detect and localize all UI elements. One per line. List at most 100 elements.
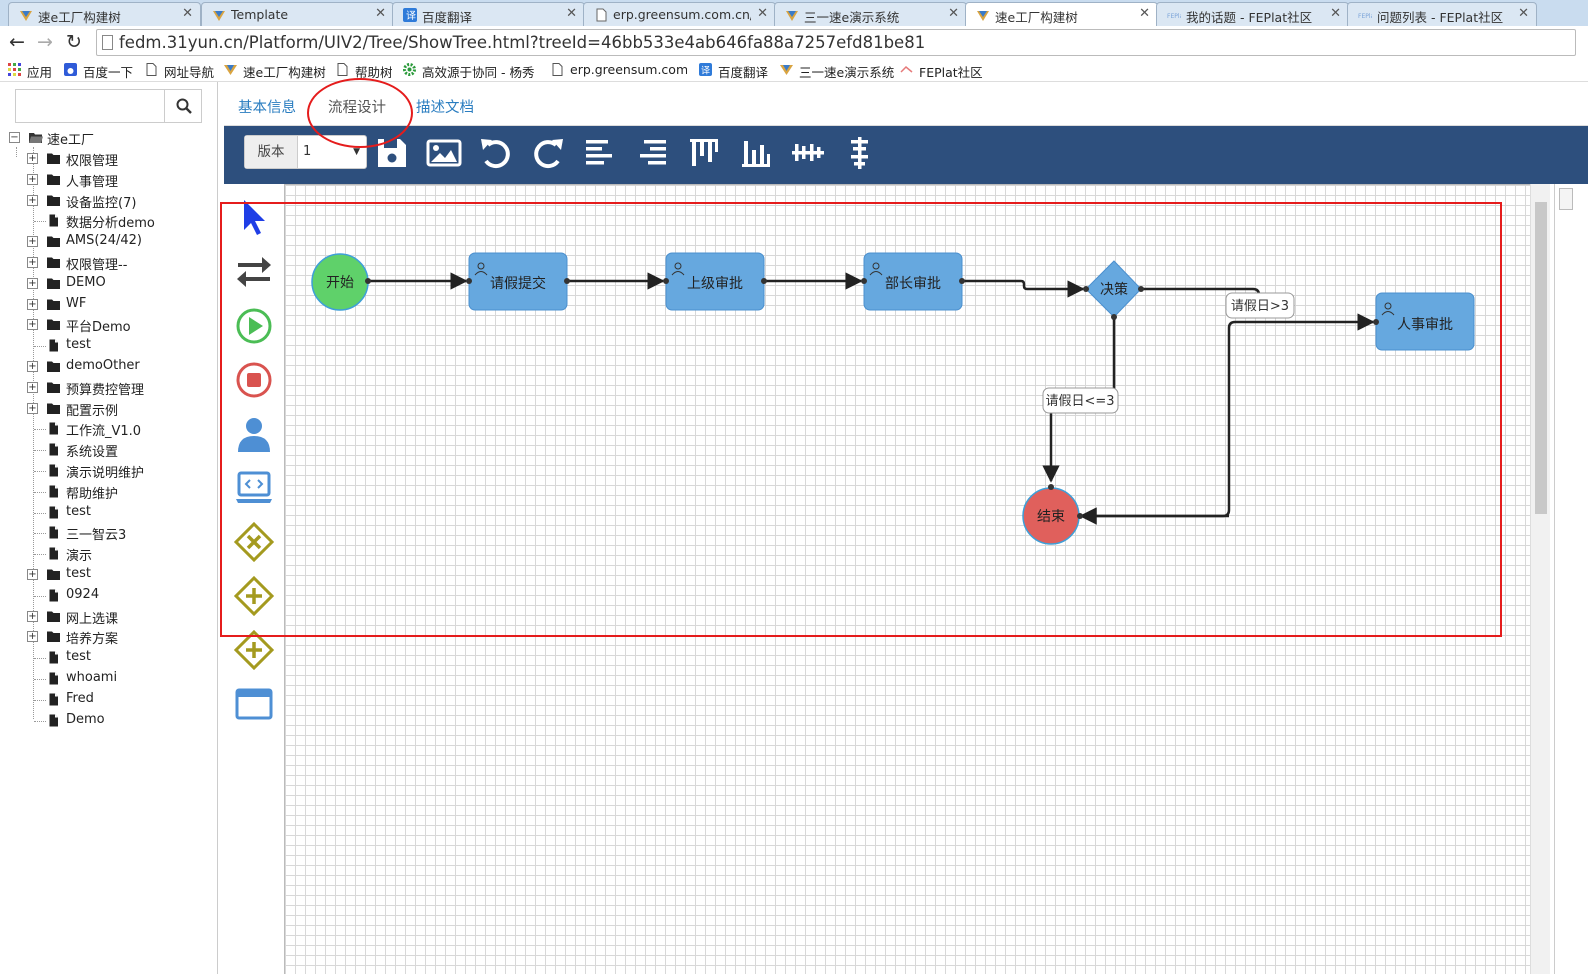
user-task-node[interactable]: 请假提交 [466, 252, 570, 311]
flow-canvas[interactable]: 开始 请假提交 上级审批 部长审批 [284, 184, 1530, 974]
browser-tab[interactable]: 译 百度翻译 ✕ [392, 2, 585, 26]
expand-icon[interactable]: + [27, 277, 38, 289]
tree-item-label: whoami [66, 670, 118, 685]
subprocess-icon[interactable] [234, 684, 274, 724]
task-label: 请假提交 [490, 275, 546, 292]
close-icon[interactable]: ✕ [375, 6, 386, 21]
close-icon[interactable]: ✕ [182, 6, 193, 21]
tree-search-button[interactable] [164, 89, 202, 123]
browser-tab[interactable]: FEPlat 我的话题 - FEPlat社区 ✕ [1156, 2, 1349, 26]
align-left-icon[interactable] [582, 135, 618, 171]
browser-tab-active[interactable]: 速e工厂构建树 ✕ [965, 2, 1158, 27]
user-task-icon[interactable] [234, 414, 274, 454]
scrollbar-thumb[interactable] [1535, 202, 1547, 514]
edge-label[interactable]: 请假日<=3 [1042, 387, 1119, 414]
baidu-paw-icon [64, 63, 77, 76]
browser-tab[interactable]: 速e工厂构建树 ✕ [8, 2, 201, 26]
tab-divider [224, 125, 1588, 126]
fe-logo-icon [977, 11, 989, 21]
browser-tab[interactable]: erp.greensum.com.cn/m ✕ [583, 2, 776, 26]
url-field[interactable]: fedm.31yun.cn/Platform/UIV2/Tree/ShowTre… [96, 29, 1576, 56]
url-text[interactable]: fedm.31yun.cn/Platform/UIV2/Tree/ShowTre… [119, 33, 926, 52]
tree-item-label: test [66, 566, 91, 581]
start-event-node[interactable]: 开始 [311, 253, 371, 311]
browser-tab[interactable]: 三一速e演示系统 ✕ [774, 2, 967, 26]
user-icon [474, 262, 488, 276]
undo-icon[interactable] [478, 135, 514, 171]
version-selector[interactable]: 版本 1 ▼ [244, 135, 367, 169]
browser-tab[interactable]: FEPlat 问题列表 - FEPlat社区 ✕ [1347, 2, 1537, 26]
browser-tab-strip: 速e工厂构建树 ✕ Template ✕ 译 百度翻译 ✕ erp.greens… [0, 0, 1588, 27]
user-task-node[interactable]: 部长审批 [861, 252, 965, 311]
tree-item-label: demoOther [66, 358, 140, 373]
close-icon[interactable]: ✕ [566, 6, 577, 21]
close-icon[interactable]: ✕ [757, 6, 768, 21]
save-icon[interactable] [374, 135, 410, 171]
expand-icon[interactable]: + [27, 402, 38, 414]
svg-text:FEPlat: FEPlat [1167, 13, 1181, 20]
end-event-node[interactable]: 结束 [1022, 484, 1083, 545]
parallel-gateway-icon[interactable] [234, 576, 274, 616]
align-right-icon[interactable] [634, 135, 670, 171]
tab-basic-info[interactable]: 基本信息 [238, 100, 296, 116]
end-event-icon[interactable] [234, 360, 274, 400]
expand-icon[interactable]: + [27, 153, 38, 164]
user-task-node[interactable]: 上级审批 [663, 252, 767, 311]
expand-icon[interactable]: + [27, 610, 38, 622]
bookmark-item[interactable]: erp.greensum.com.c [551, 62, 687, 78]
start-event-icon[interactable] [234, 306, 274, 346]
bookmark-item[interactable]: 帮助树 [336, 62, 396, 80]
distribute-horizontal-icon[interactable] [790, 135, 826, 171]
tree-item-label: test [66, 337, 91, 353]
pointer-icon[interactable] [234, 198, 274, 238]
expand-icon[interactable]: + [27, 298, 38, 310]
tab-description-doc[interactable]: 描述文档 [416, 100, 474, 116]
bookmark-item[interactable]: FEPlat社区 [900, 62, 984, 80]
back-icon[interactable]: ← [9, 31, 25, 53]
expand-icon[interactable]: + [27, 236, 38, 248]
bookmark-item[interactable]: 百度一下 [64, 62, 142, 80]
collapse-icon[interactable]: − [9, 132, 20, 143]
distribute-vertical-icon[interactable] [842, 135, 878, 171]
close-icon[interactable]: ✕ [1330, 6, 1341, 21]
bookmark-apps[interactable]: 应用 [8, 62, 58, 80]
close-icon[interactable]: ✕ [948, 6, 959, 21]
align-bottom-icon[interactable] [738, 135, 774, 171]
bookmark-item[interactable]: 网址导航 [145, 62, 223, 80]
redo-icon[interactable] [530, 135, 566, 171]
side-panel-tab[interactable] [1559, 188, 1573, 210]
decision-gateway-node[interactable]: 决策 [1083, 260, 1144, 320]
bookmark-item[interactable]: 速e工厂构建树 [224, 62, 329, 80]
expand-icon[interactable]: + [27, 257, 38, 268]
expand-icon[interactable]: + [27, 569, 38, 580]
expand-icon[interactable]: + [27, 173, 38, 185]
bookmark-item[interactable]: 三一速e演示系统 [780, 62, 894, 80]
tree-search-input[interactable] [15, 89, 165, 123]
expand-icon[interactable]: + [27, 319, 38, 331]
reload-icon[interactable]: ↻ [66, 31, 82, 53]
forward-icon[interactable]: → [37, 31, 53, 53]
bookmark-item[interactable]: 译 百度翻译 [699, 62, 769, 80]
user-task-node[interactable]: 人事审批 [1373, 292, 1475, 351]
script-task-icon[interactable] [234, 468, 274, 508]
expand-icon[interactable]: + [27, 381, 38, 393]
flow-edge[interactable] [963, 279, 1085, 298]
inclusive-gateway-icon[interactable] [234, 630, 274, 670]
version-select[interactable]: 1 ▼ [303, 136, 365, 168]
exclusive-gateway-icon[interactable] [234, 522, 274, 562]
close-icon[interactable]: ✕ [1139, 6, 1150, 21]
edge-label[interactable]: 请假日>3 [1225, 292, 1295, 319]
end-event-label: 结束 [1037, 509, 1065, 525]
expand-icon[interactable]: + [27, 361, 38, 372]
browser-tab-title: 我的话题 - FEPlat社区 [1186, 10, 1313, 25]
vertical-scrollbar[interactable] [1530, 184, 1550, 974]
expand-icon[interactable]: + [27, 194, 38, 206]
transition-icon[interactable] [234, 252, 274, 292]
folder-icon [47, 631, 60, 643]
image-icon[interactable] [426, 135, 462, 171]
browser-tab[interactable]: Template ✕ [201, 2, 394, 26]
align-top-icon[interactable] [686, 135, 722, 171]
bookmark-item[interactable]: 高效源于协同 - 杨秀 [403, 62, 539, 78]
expand-icon[interactable]: + [27, 631, 38, 643]
close-icon[interactable]: ✕ [1518, 6, 1529, 21]
